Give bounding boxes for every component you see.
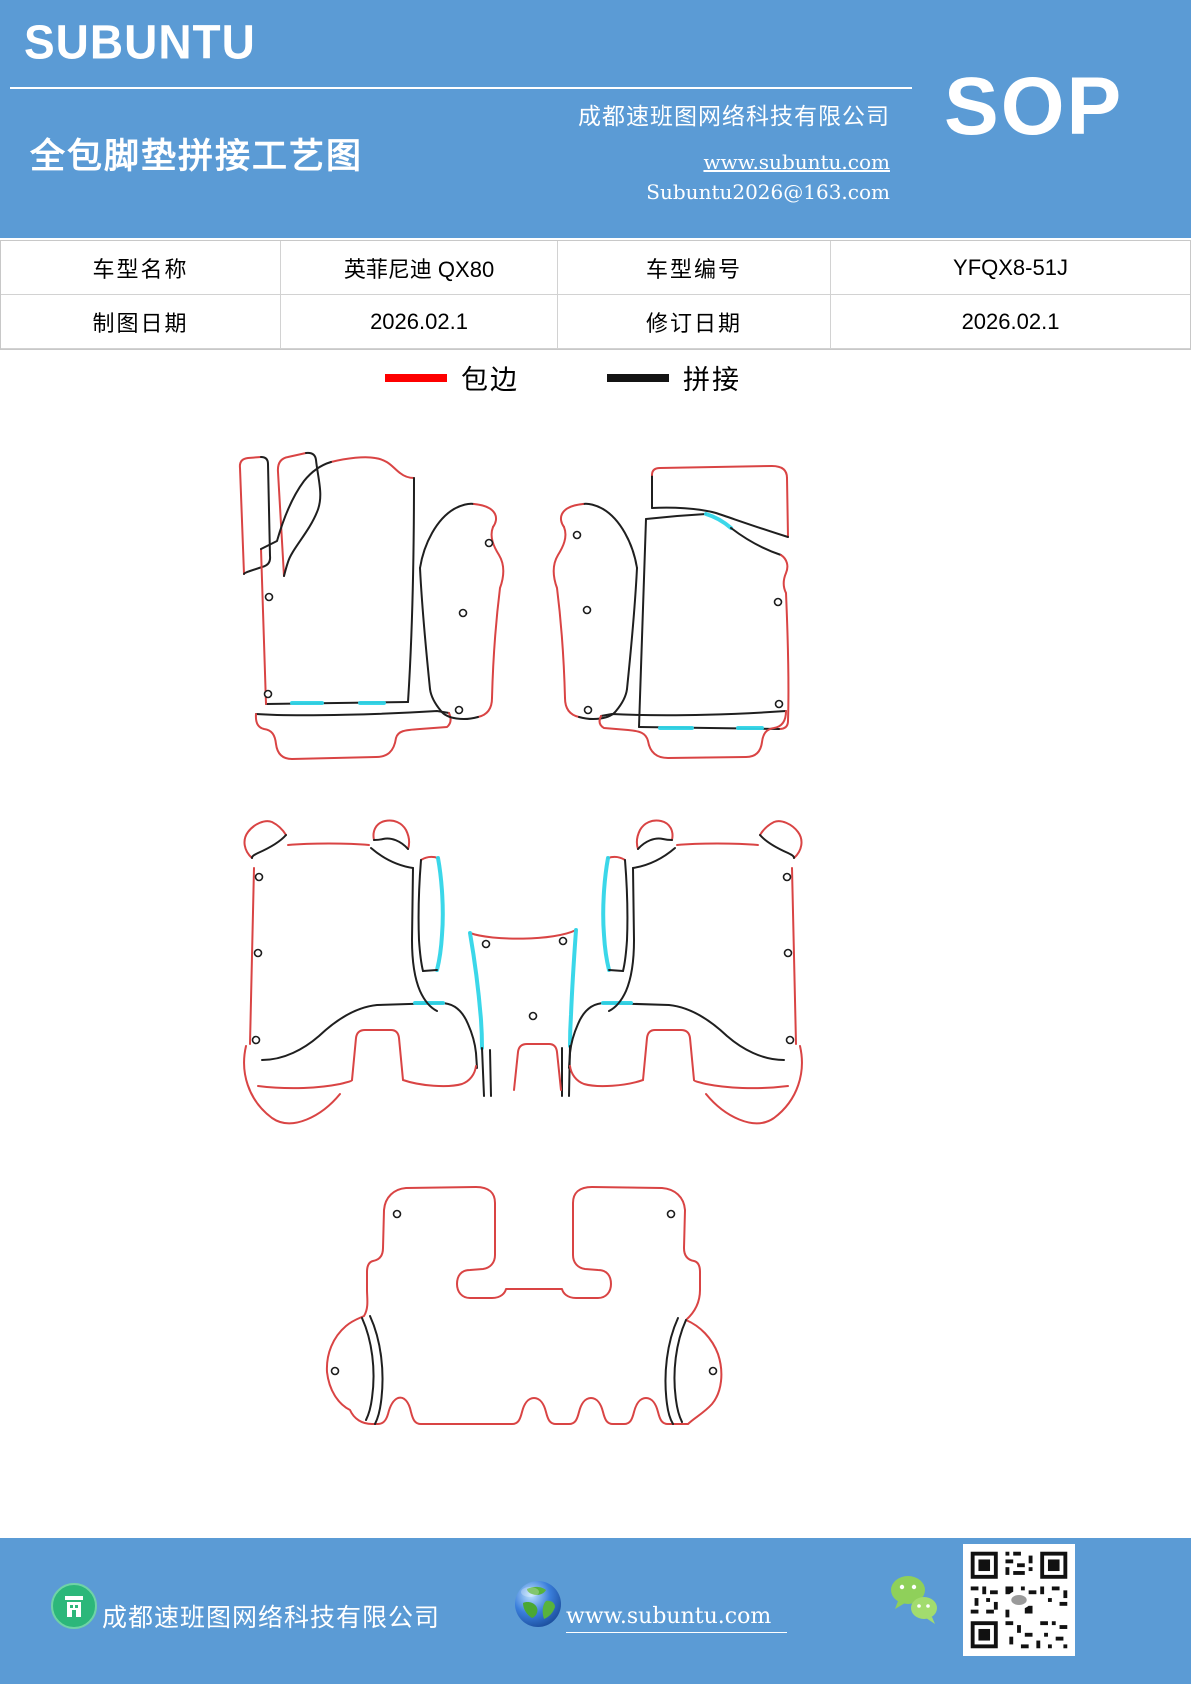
legend-edge-label: 包边 bbox=[461, 365, 519, 396]
table-label-revise-date: 修订日期 bbox=[558, 295, 831, 349]
table-value-model-name: 英菲尼迪 QX80 bbox=[281, 241, 558, 295]
footer-website-link[interactable]: www.subuntu.com bbox=[566, 1604, 788, 1633]
cargo-area-mat-drawing bbox=[325, 1186, 723, 1425]
header-email: Subuntu2026@163.com bbox=[646, 180, 890, 204]
legend-splice: 拼接 bbox=[607, 358, 741, 397]
footer-band: 成都速班图网络科技有限公司 www.subuntu.com bbox=[0, 1538, 1191, 1684]
footer-company-name: 成都速班图网络科技有限公司 bbox=[102, 1603, 441, 1632]
legend-splice-label: 拼接 bbox=[683, 365, 741, 396]
second-row-mats-drawing bbox=[243, 819, 803, 1125]
table-value-model-code: YFQX8-51J bbox=[831, 241, 1190, 295]
legend-edge-swatch bbox=[385, 373, 447, 382]
table-label-draw-date: 制图日期 bbox=[1, 295, 281, 349]
header-divider-line bbox=[10, 87, 912, 89]
vehicle-info-table: 车型名称 英菲尼迪 QX80 车型编号 YFQX8-51J 制图日期 2026.… bbox=[0, 240, 1191, 350]
page-title: 全包脚垫拼接工艺图 bbox=[30, 136, 364, 177]
legend-edge-binding: 包边 bbox=[385, 358, 519, 397]
table-value-draw-date: 2026.02.1 bbox=[281, 295, 558, 349]
building-icon bbox=[51, 1583, 97, 1629]
globe-icon bbox=[515, 1581, 561, 1627]
wechat-icon bbox=[891, 1576, 937, 1624]
table-label-model-name: 车型名称 bbox=[1, 241, 281, 295]
header-website-link[interactable]: www.subuntu.com bbox=[703, 150, 890, 174]
header-company-name: 成都速班图网络科技有限公司 bbox=[578, 104, 890, 130]
floor-mat-splicing-diagram bbox=[238, 451, 803, 1425]
table-label-model-code: 车型编号 bbox=[558, 241, 831, 295]
front-row-mats-drawing bbox=[238, 451, 790, 760]
legend-splice-swatch bbox=[607, 373, 669, 382]
brand-logo-text: SUBUNTU bbox=[24, 15, 256, 70]
header-band: SUBUNTU 全包脚垫拼接工艺图 成都速班图网络科技有限公司 www.subu… bbox=[0, 0, 1191, 238]
sop-badge: SOP bbox=[944, 61, 1124, 152]
wechat-qr-code bbox=[963, 1544, 1075, 1656]
table-value-revise-date: 2026.02.1 bbox=[831, 295, 1190, 349]
